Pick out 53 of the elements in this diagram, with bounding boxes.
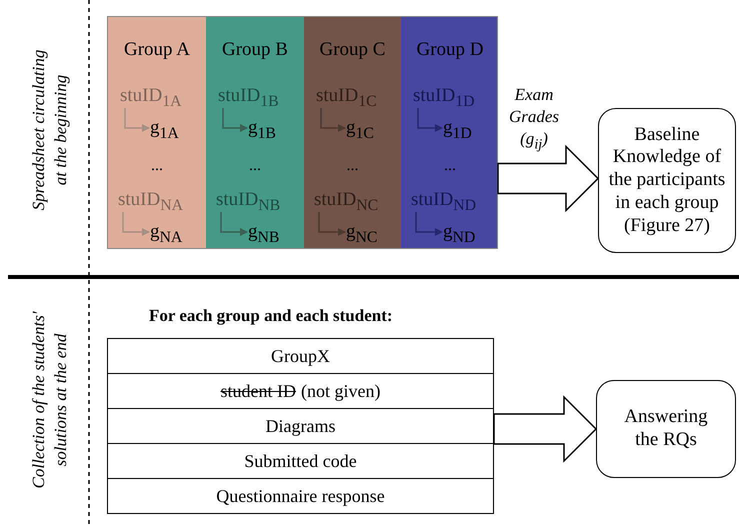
arrow [222, 108, 248, 132]
arrow [417, 108, 443, 132]
student-id: stuID$_{1D}$ [413, 83, 495, 109]
group-column [304, 17, 401, 248]
result-box [598, 108, 736, 253]
table-heading: For each group and each student: [149, 306, 393, 326]
ellipsis: ... [443, 157, 457, 175]
arrow [124, 108, 150, 132]
ellipsis: ... [346, 157, 360, 175]
block-arrow [493, 395, 598, 463]
grade-text: g$_{NB}$ [248, 219, 300, 245]
group-title: Group A [123, 39, 191, 61]
row-text: (not given) [301, 380, 380, 402]
grade-text: g$_{NC}$ [346, 219, 398, 245]
arrow [122, 212, 150, 236]
section-label: Collection of the students' solutions at the end [28, 311, 71, 489]
arrow [415, 212, 443, 236]
result-box [596, 380, 736, 478]
result-text: Baseline Knowledge of the participants in each group (Figure 27) [608, 124, 726, 238]
student-id: stuID$_{1B}$ [218, 83, 300, 109]
grade-text: g$_{1C}$ [346, 115, 398, 141]
group-column [108, 17, 206, 248]
student-id: stuID$_{ND}$ [411, 187, 495, 213]
group-column [401, 17, 497, 248]
row-text: student ID [220, 380, 296, 402]
student-id: stuID$_{NB}$ [216, 187, 300, 213]
student-id: stuID$_{NA}$ [118, 187, 202, 213]
row-text: Questionnaire response [216, 486, 385, 506]
block-arrow [497, 144, 600, 212]
edge-label: Exam Grades (g$_{ij}$) [508, 84, 560, 154]
group-title: Group D [415, 39, 485, 61]
grade-text: g$_{1D}$ [443, 115, 495, 141]
arrow [220, 212, 248, 236]
arrow [318, 212, 346, 236]
row-text: Diagrams [266, 416, 336, 436]
group-title: Group C [318, 39, 386, 61]
student-id: stuID$_{1A}$ [120, 83, 202, 109]
result-text: Answering the RQs [623, 406, 709, 452]
row-text: Submitted code [244, 450, 357, 472]
grade-text: g$_{NA}$ [150, 219, 202, 245]
grade-text: g$_{ND}$ [443, 219, 495, 245]
row-text: GroupX [271, 346, 330, 366]
group-title: Group B [221, 39, 289, 61]
ellipsis: ... [150, 157, 164, 175]
grade-text: g$_{1A}$ [150, 115, 202, 141]
group-column [206, 17, 304, 248]
section-label: Spreadsheet circulating at the beginning [28, 48, 71, 212]
student-id: stuID$_{1C}$ [316, 83, 398, 109]
student-id: stuID$_{NC}$ [314, 187, 398, 213]
ellipsis: ... [248, 157, 262, 175]
spreadsheet-table [107, 16, 498, 249]
grade-text: g$_{1B}$ [248, 115, 300, 141]
arrow [320, 108, 346, 132]
